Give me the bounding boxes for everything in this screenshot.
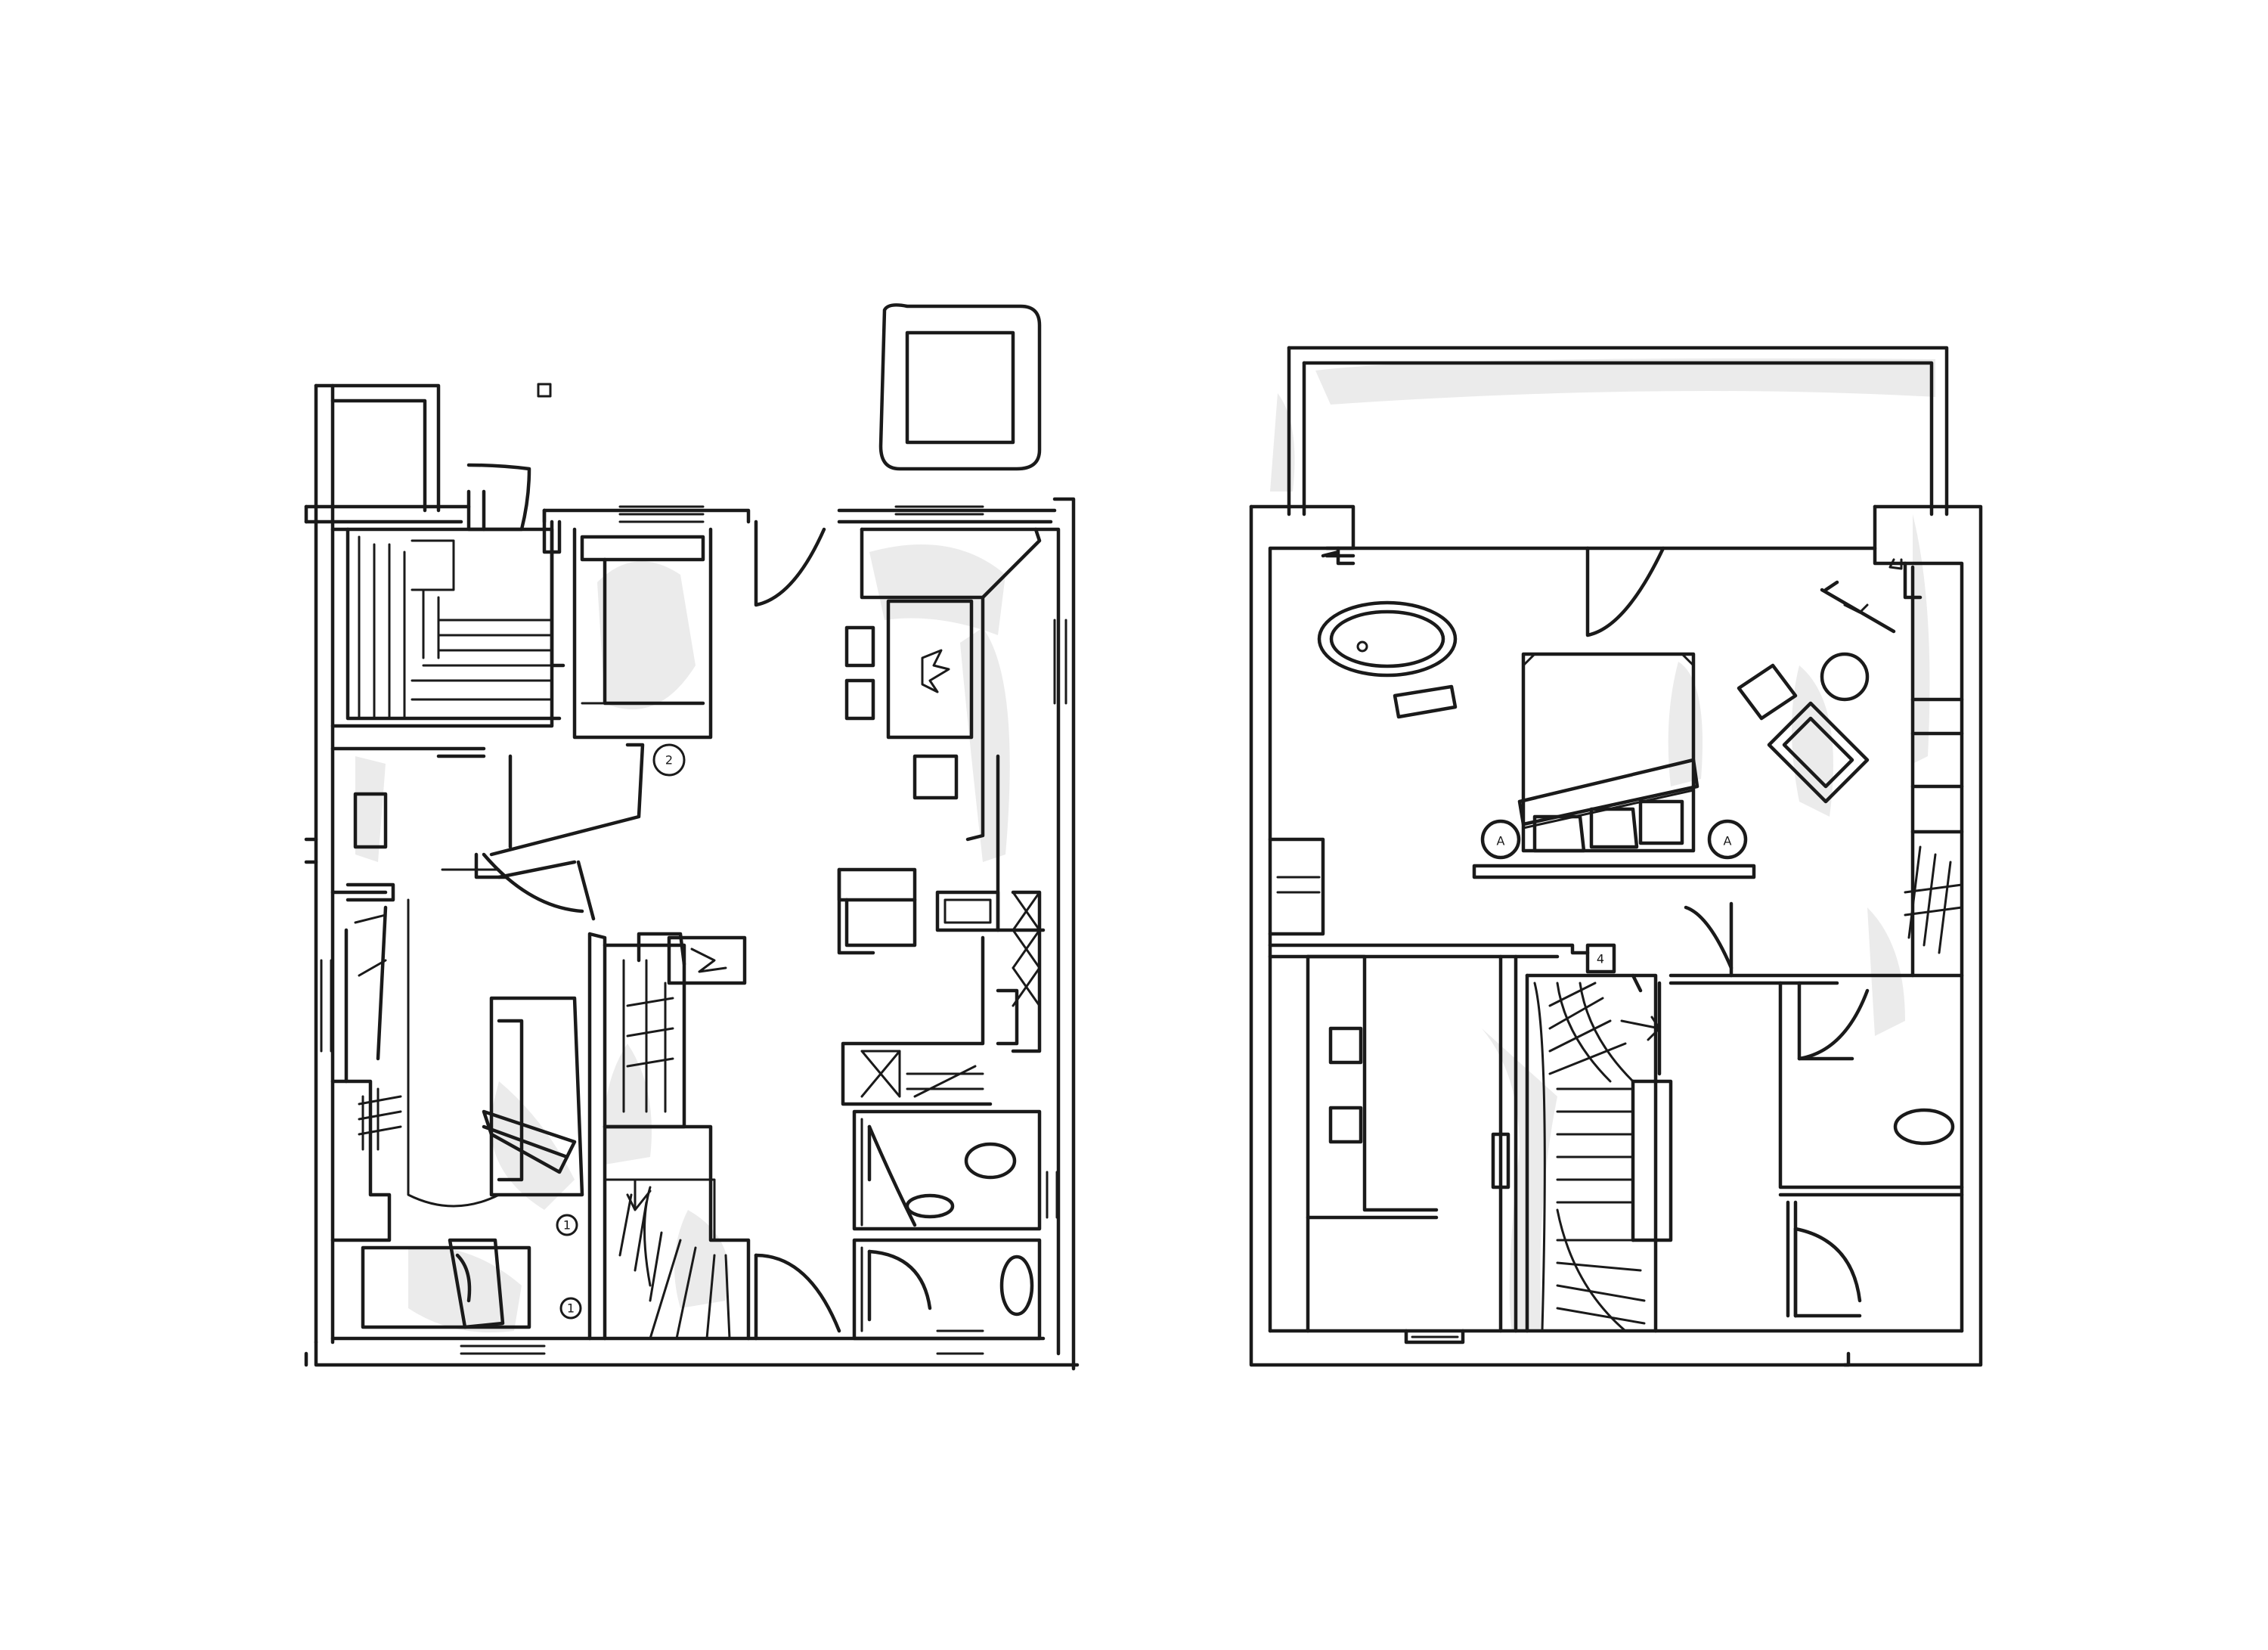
upper-interior-walls: 4 <box>1268 901 1964 985</box>
room-tag-upper-2: A <box>1724 834 1732 848</box>
living-dining <box>754 520 1046 1106</box>
upper-floor-shading <box>1270 358 1935 1331</box>
ground-floor-windows <box>320 505 1067 1355</box>
bedroom-suite: A A <box>1317 546 1923 879</box>
upper-floor-plan: A A <box>1249 346 1983 1367</box>
room-tag-ground-1: 2 <box>665 753 673 768</box>
bedroom-top: 2 <box>572 527 713 777</box>
room-tag-ground-2: 1 <box>563 1218 571 1233</box>
upper-floor-exterior-walls <box>1249 504 1983 1367</box>
room-tag-upper-1: A <box>1497 834 1505 848</box>
balcony <box>1287 346 1949 516</box>
dressing-room <box>1306 954 1518 1333</box>
room-tag-ground-3: 1 <box>567 1301 575 1316</box>
upper-left-niche <box>1268 837 1325 936</box>
upper-wardrobe <box>1904 565 1964 978</box>
room-tag-upper-3: 4 <box>1597 952 1604 966</box>
ground-planter <box>878 303 1042 471</box>
wc-storage-upper <box>1778 981 1964 1318</box>
wc-shower-ground <box>754 1109 1042 1341</box>
staircase-upper <box>1525 973 1673 1333</box>
sauna <box>330 520 565 728</box>
staircase-ground <box>587 932 751 1341</box>
ground-floor-plan: 2 <box>304 303 1080 1371</box>
ground-floor-exterior-walls <box>304 383 1080 1371</box>
entry-hall <box>330 743 645 1242</box>
entry-porch <box>466 383 562 554</box>
bathroom-ground: 1 1 <box>361 996 584 1329</box>
